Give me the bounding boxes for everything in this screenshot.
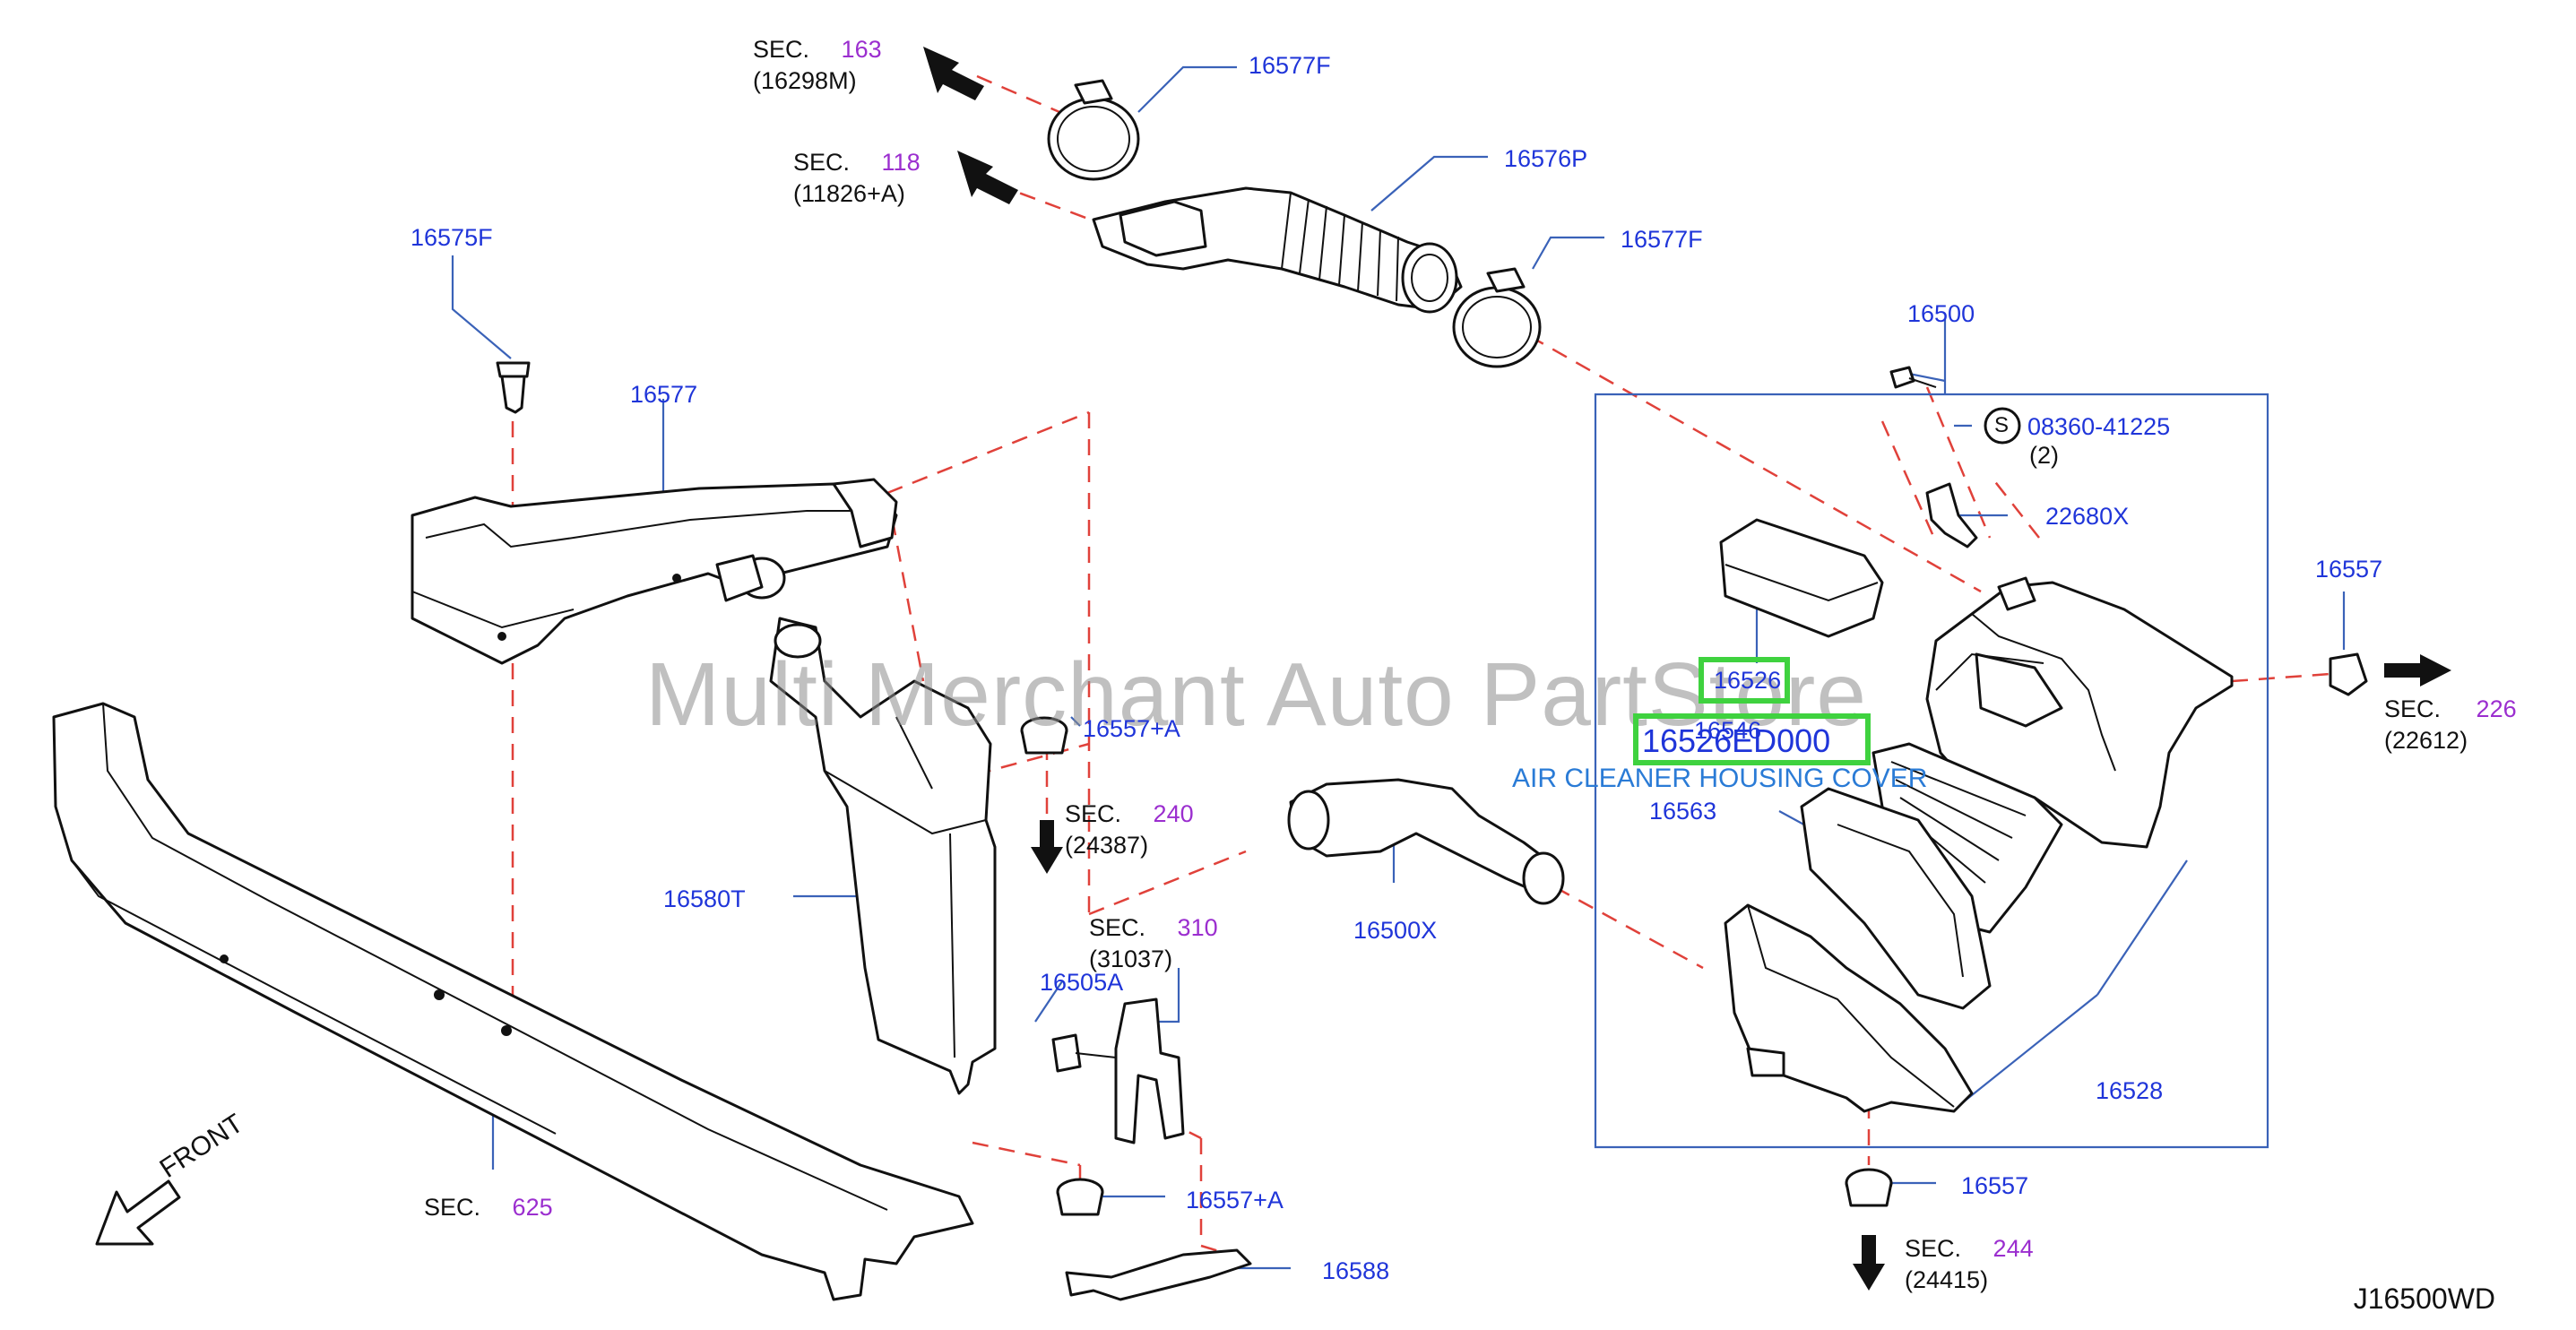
bracket-16588 xyxy=(1065,1248,1252,1301)
label-08360-41225: 08360-41225 xyxy=(2027,413,2171,440)
label-16546: 16546 xyxy=(1694,717,1762,744)
section-number: 240 xyxy=(1153,800,1194,827)
clamp-16577F-mid xyxy=(1452,267,1542,368)
label-16576P: 16576P xyxy=(1504,145,1588,172)
highlight-box-part-number xyxy=(1633,713,1871,765)
label-16577F-mid: 16577F xyxy=(1621,226,1703,253)
label-16557A-top: 16557+A xyxy=(1083,715,1180,742)
section-310: SEC. 310 (31037) xyxy=(1089,916,1218,972)
section-number: 163 xyxy=(841,36,882,63)
section-ref: (16298M) xyxy=(753,67,857,94)
watermark: Multi Merchant Auto PartStore xyxy=(645,644,1867,745)
section-label: SEC. xyxy=(753,36,810,63)
air-cleaner-upper-housing xyxy=(1925,576,2234,849)
section-number: 625 xyxy=(512,1194,553,1221)
clamp-16557A-top xyxy=(1020,716,1068,755)
label-16500: 16500 xyxy=(1907,300,1975,327)
section-240: SEC. 240 (24387) xyxy=(1065,802,1194,858)
section-label: SEC. xyxy=(1065,800,1122,827)
label-16557-bottom: 16557 xyxy=(1961,1172,2029,1199)
section-label: SEC. xyxy=(2384,695,2442,722)
air-duct-16577 xyxy=(411,478,898,665)
s-symbol-icon xyxy=(1984,407,2021,445)
air-cleaner-lower-housing xyxy=(1724,903,1974,1113)
section-label: SEC. xyxy=(1905,1235,1962,1262)
clamp-16557A-bottom xyxy=(1056,1178,1104,1216)
front-arrow-icon xyxy=(95,1179,181,1246)
label-16557-right: 16557 xyxy=(2315,556,2383,583)
label-s-mark: S xyxy=(1994,413,2010,437)
section-ref: (24387) xyxy=(1065,832,1149,859)
label-16577: 16577 xyxy=(630,381,698,408)
section-number: 118 xyxy=(881,149,921,176)
section-118: SEC. 118 (11826+A) xyxy=(793,151,921,206)
label-part-description: AIR CLEANER HOUSING COVER xyxy=(1512,764,1928,793)
clip-16575F xyxy=(496,361,531,414)
radiator-core-support xyxy=(52,702,974,1301)
label-22680X: 22680X xyxy=(2045,503,2130,530)
label-part-number: 16526ED000 xyxy=(1642,722,1831,759)
section-label: SEC. xyxy=(1089,914,1146,941)
label-16505A: 16505A xyxy=(1040,969,1124,996)
label-16557A-bottom: 16557+A xyxy=(1186,1187,1284,1213)
grommet-16557-right xyxy=(2329,652,2368,696)
section-number: 310 xyxy=(1177,914,1218,941)
section-number: 244 xyxy=(1993,1235,2034,1262)
diagram-code: J16500WD xyxy=(2353,1282,2495,1315)
label-16580T: 16580T xyxy=(663,885,746,912)
section-163: SEC. 163 (16298M) xyxy=(753,38,882,93)
label-16577F-top: 16577F xyxy=(1249,52,1331,79)
section-ref: (22612) xyxy=(2384,727,2468,754)
section-ref: (31037) xyxy=(1089,946,1173,972)
label-16528: 16528 xyxy=(2096,1077,2164,1104)
label-16575F: 16575F xyxy=(411,224,493,251)
gasket-16563 xyxy=(1800,787,1992,1010)
intake-hose-16576P xyxy=(1092,186,1463,314)
section-226: SEC. 226 (22612) xyxy=(2384,697,2517,753)
clamp-16577F-top xyxy=(1047,79,1140,181)
resonator-16580T xyxy=(769,617,997,1095)
section-label: SEC. xyxy=(424,1194,481,1221)
label-16588: 16588 xyxy=(1322,1257,1390,1284)
section-244: SEC. 244 (24415) xyxy=(1905,1237,2034,1292)
sensor-22680X xyxy=(1925,482,1978,548)
label-16500X: 16500X xyxy=(1353,917,1438,944)
section-ref: (11826+A) xyxy=(793,180,905,207)
section-ref: (24415) xyxy=(1905,1266,1989,1293)
bracket-16505A xyxy=(1051,998,1185,1144)
grommet-16557-bottom xyxy=(1845,1168,1893,1207)
bolt-08360 xyxy=(1889,366,1937,389)
section-label: SEC. xyxy=(793,149,851,176)
section-625: SEC. 625 xyxy=(424,1196,553,1220)
duct-16500X xyxy=(1287,778,1565,905)
housing-cover-16526 xyxy=(1719,518,1884,638)
label-16526: 16526 xyxy=(1714,667,1782,694)
label-08360-qty: (2) xyxy=(2029,442,2059,469)
label-16563: 16563 xyxy=(1649,798,1717,825)
section-number: 226 xyxy=(2476,695,2517,722)
highlight-box-part xyxy=(1699,657,1790,704)
section-arrows xyxy=(923,47,2451,1291)
